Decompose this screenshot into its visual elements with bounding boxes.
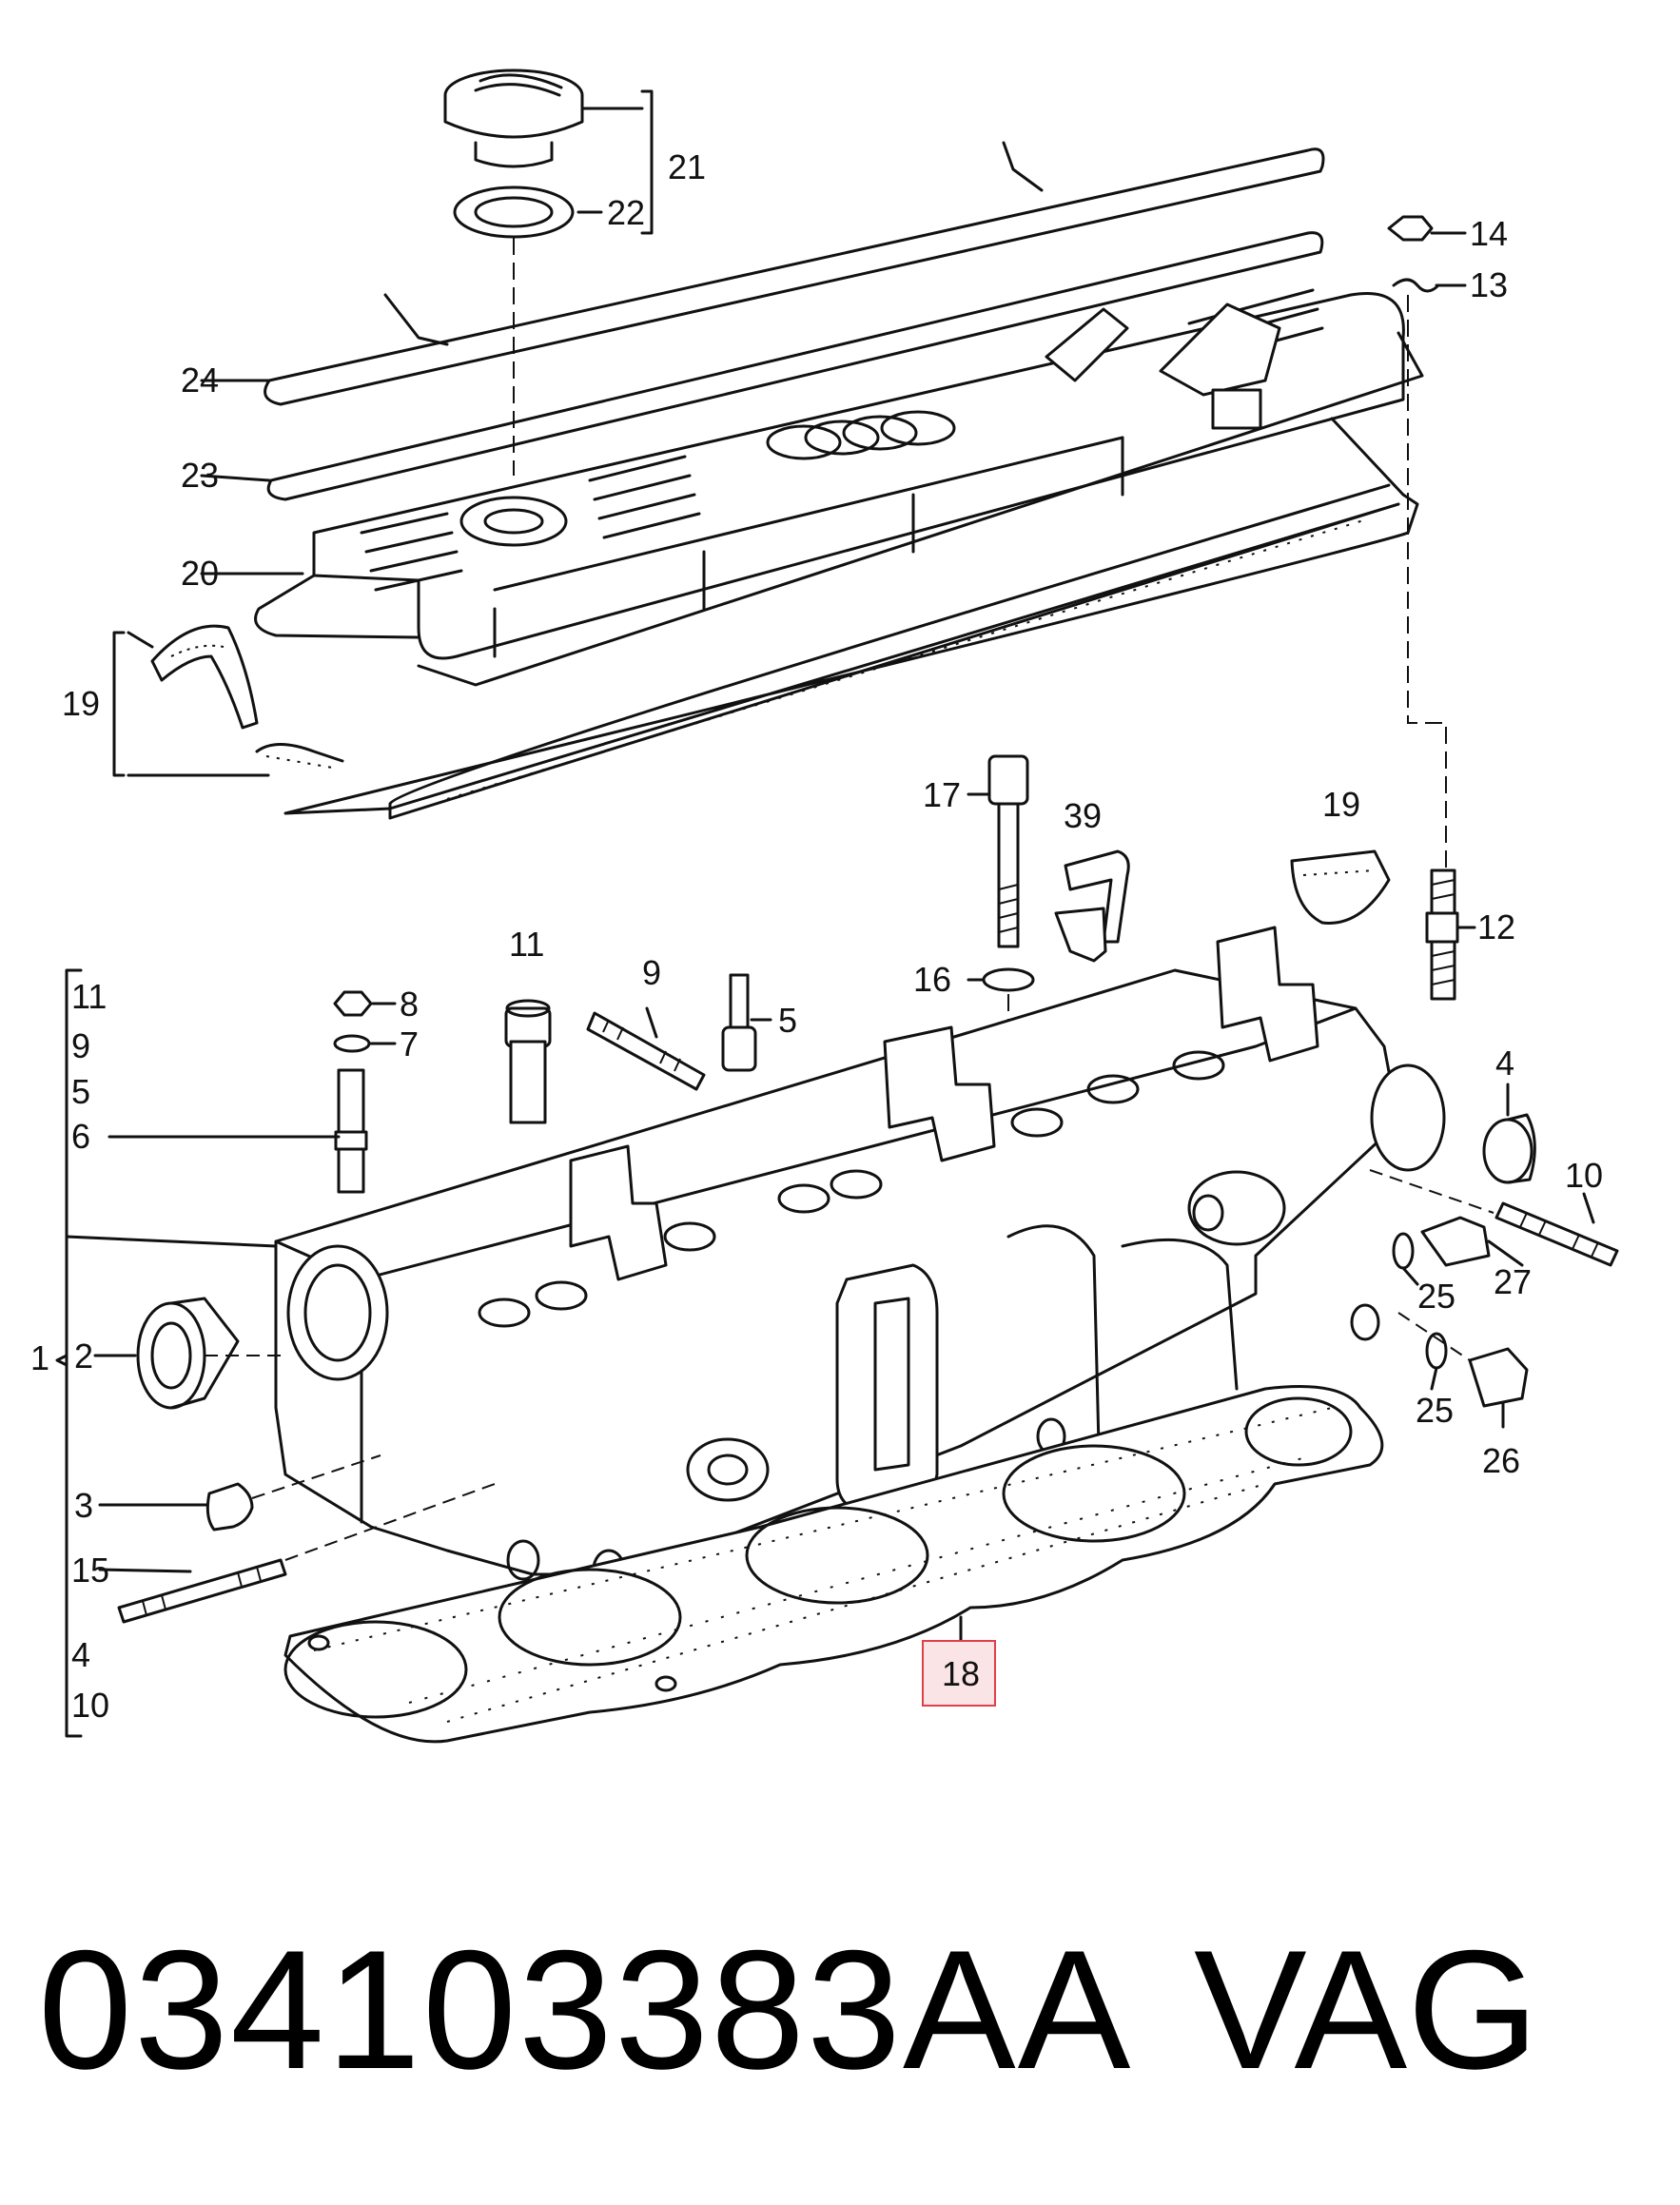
callout-25b: 25 — [1416, 1391, 1454, 1430]
washer-13 — [1392, 278, 1440, 293]
valve-5 — [721, 973, 757, 1072]
nut-8 — [333, 990, 373, 1017]
callout-5: 5 — [778, 1001, 797, 1040]
callout-19a: 19 — [62, 684, 100, 723]
bracket-label-11: 11 — [71, 977, 107, 1016]
nut-14 — [1387, 215, 1434, 242]
callout-3: 3 — [74, 1486, 93, 1525]
callout-16: 16 — [913, 960, 951, 999]
bolt-27 — [1420, 1216, 1491, 1267]
bracket-label-10: 10 — [71, 1686, 109, 1725]
callout-17: 17 — [923, 775, 961, 814]
exploded-parts-diagram: 21 22 14 13 24 23 20 19 17 39 19 11 12 8… — [30, 68, 1619, 1744]
callout-labels: 21 22 14 13 24 23 20 19 17 39 19 11 12 8… — [30, 147, 1603, 1725]
washer-7 — [333, 1034, 371, 1053]
callout-13: 13 — [1470, 265, 1508, 304]
valve-guide-11 — [504, 999, 552, 1124]
callout-14: 14 — [1470, 214, 1508, 253]
head-bolt — [987, 754, 1029, 948]
washer-16 — [982, 967, 1035, 992]
plug-4 — [1482, 1113, 1536, 1184]
callout-10: 10 — [1565, 1156, 1603, 1195]
bracket-label-4: 4 — [71, 1635, 90, 1674]
cylinder-head — [274, 926, 1446, 1590]
part-number: 034103383AA — [38, 1915, 1133, 2104]
cover-gasket-23 — [266, 231, 1324, 501]
washer-25a — [1392, 1232, 1415, 1270]
valve-cover-gasket — [255, 417, 1419, 820]
callout-19b: 19 — [1322, 785, 1360, 824]
brand-label: VAG — [1194, 1915, 1539, 2104]
stud-12 — [1425, 868, 1459, 1001]
callout-8: 8 — [400, 985, 419, 1024]
bolt-26 — [1468, 1347, 1529, 1408]
bracket-main-label: 1 — [30, 1338, 49, 1377]
bracket-label-9: 9 — [71, 1026, 90, 1065]
plug-3 — [205, 1482, 254, 1532]
callout-25a: 25 — [1417, 1277, 1455, 1316]
half-moon-seal — [150, 624, 259, 730]
callout-9: 9 — [642, 953, 661, 992]
callout-6: 6 — [71, 1117, 90, 1156]
oil-filler-cap — [443, 68, 584, 168]
bracket-label-5: 5 — [71, 1072, 90, 1111]
filler-cap-seal — [453, 185, 575, 239]
breather-hose — [1054, 849, 1130, 963]
callout-20: 20 — [181, 554, 219, 593]
callout-27: 27 — [1494, 1262, 1532, 1301]
callout-7: 7 — [400, 1024, 419, 1063]
wedge-19 — [1290, 849, 1391, 925]
bracket-item-1 — [65, 968, 83, 1738]
camshaft-seal — [136, 1297, 240, 1410]
callout-21: 21 — [668, 147, 706, 186]
callout-15: 15 — [71, 1551, 109, 1590]
stud-6 — [334, 1068, 368, 1194]
callout-11: 11 — [509, 925, 544, 964]
head-gasket — [283, 1385, 1384, 1744]
stud-10 — [1494, 1201, 1619, 1267]
cover-gasket-24 — [264, 141, 1325, 406]
callout-18: 18 — [942, 1654, 980, 1693]
valve-cover — [254, 288, 1424, 687]
callout-4: 4 — [1495, 1044, 1514, 1083]
callout-26: 26 — [1482, 1441, 1520, 1480]
callout-39: 39 — [1064, 796, 1102, 835]
stud-9 — [586, 1011, 706, 1091]
callout-12: 12 — [1477, 907, 1515, 946]
callout-23: 23 — [181, 456, 219, 495]
stud-15 — [117, 1558, 287, 1624]
callout-22: 22 — [607, 193, 645, 232]
callout-2: 2 — [74, 1337, 93, 1376]
callout-18-highlight[interactable]: 18 — [922, 1640, 996, 1707]
callout-24: 24 — [181, 361, 219, 400]
